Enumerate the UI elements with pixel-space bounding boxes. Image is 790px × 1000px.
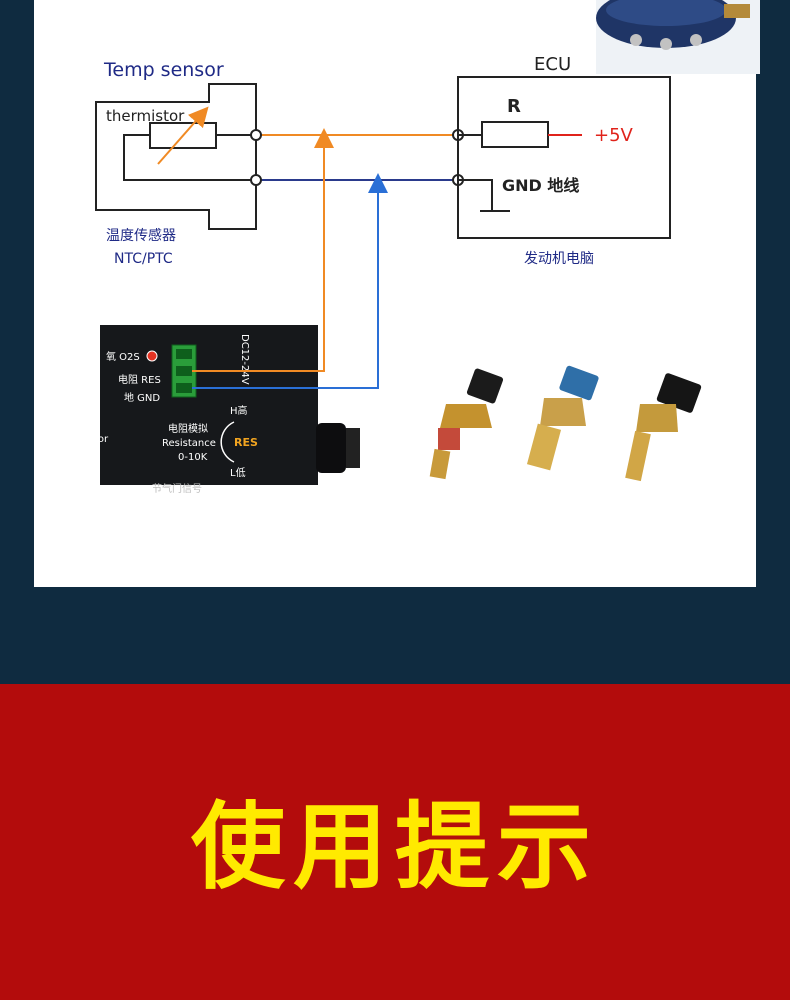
sensor-photo-3 [625, 373, 702, 482]
voltage-vertical: DC12-24V [239, 334, 250, 385]
sim-en: Resistance [162, 438, 216, 449]
gnd-pin-label: 地 GND [124, 391, 160, 404]
knob-arc [220, 421, 235, 463]
sensor-type-label: NTC/PTC [114, 251, 173, 267]
potentiometer-photo [596, 0, 760, 74]
ecu-outline [457, 76, 671, 239]
sensor-title: Temp sensor [103, 59, 224, 81]
diagram-panel: Temp sensor thermistor ECU R +5V GND 地线 … [34, 0, 756, 587]
gnd-wire [458, 179, 493, 211]
ecu-cn-label: 发动机电脑 [524, 251, 594, 267]
knob-label: RES [234, 436, 258, 449]
terminal-dot [250, 129, 262, 141]
o2s-label: 氧 O2S [106, 350, 140, 363]
banner-title: 使用提示 [190, 793, 599, 902]
bottom-text: 节气门信号 [152, 482, 202, 495]
tips-banner: 使用提示 [0, 684, 790, 1000]
resistor-label: R [507, 96, 521, 117]
signal-lead [192, 128, 334, 372]
thermistor-label: thermistor [106, 107, 185, 125]
sensor-outline [95, 83, 257, 230]
wiring-diagram: Temp sensor thermistor ECU R +5V GND 地线 … [94, 54, 702, 495]
background-strip [760, 74, 790, 587]
thermistor-arrow [157, 106, 209, 165]
sim-cn: 电阻模拟 [168, 422, 208, 435]
resistor-symbol [481, 121, 549, 148]
sensor-cn-label: 温度传感器 [106, 227, 176, 244]
res-label: 电阻 RES [118, 373, 161, 386]
o2s-led [146, 350, 158, 362]
voltage-label: +5V [594, 125, 634, 146]
ground-lead [192, 173, 388, 389]
low-label: L低 [230, 466, 246, 479]
terminal-dot [250, 174, 262, 186]
sensor-photo-1 [429, 368, 504, 480]
high-label: H高 [230, 404, 248, 417]
gnd-label: GND 地线 [502, 176, 579, 195]
side-text: tor [94, 434, 109, 445]
sim-range: 0-10K [178, 452, 208, 463]
simulator-device: 氧 O2S 电阻 RES 地 GND DC12-24V tor 电阻模拟 Res… [94, 325, 360, 495]
ecu-title: ECU [534, 54, 571, 75]
sensor-internal-wire [123, 134, 256, 181]
sensor-photo-2 [526, 365, 599, 471]
